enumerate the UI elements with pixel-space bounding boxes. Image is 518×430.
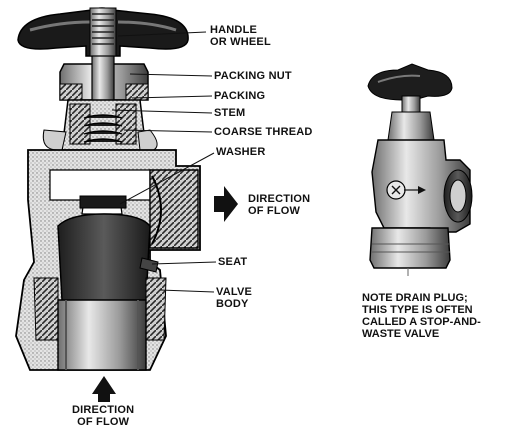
label-note-line4: WASTE VALVE bbox=[362, 328, 440, 340]
label-washer: WASHER bbox=[216, 146, 266, 158]
label-flow-bottom-line1: DIRECTION bbox=[72, 404, 135, 416]
label-flow-bottom-line2: OF FLOW bbox=[77, 416, 130, 428]
stop-and-waste-valve-photo bbox=[367, 63, 473, 276]
cutaway-valve bbox=[15, 7, 238, 402]
label-seat: SEAT bbox=[218, 256, 248, 268]
label-handle: HANDLE OR WHEEL bbox=[210, 24, 271, 48]
label-flow-right-line2: OF FLOW bbox=[248, 205, 301, 217]
leader-lines bbox=[111, 31, 217, 293]
washer bbox=[79, 195, 127, 209]
label-flow-right: DIRECTION OF FLOW bbox=[248, 193, 310, 217]
label-flow-bottom: DIRECTION OF FLOW bbox=[72, 404, 134, 428]
label-packing-nut: PACKING NUT bbox=[214, 70, 292, 82]
valve-body bbox=[15, 149, 201, 371]
coarse-thread bbox=[83, 114, 123, 143]
label-note: NOTE DRAIN PLUG; THIS TYPE IS OFTEN CALL… bbox=[362, 292, 481, 340]
label-note-line2: THIS TYPE IS OFTEN bbox=[362, 304, 473, 316]
bonnet bbox=[42, 99, 158, 153]
flow-arrow-right bbox=[214, 186, 238, 222]
photo-handle bbox=[367, 63, 453, 115]
flow-arrow-up bbox=[92, 376, 116, 402]
label-packing: PACKING bbox=[214, 90, 266, 102]
handle-wheel bbox=[17, 7, 189, 57]
label-note-line3: CALLED A STOP-AND- bbox=[362, 316, 481, 328]
label-handle-line2: OR WHEEL bbox=[210, 36, 271, 48]
label-handle-line1: HANDLE bbox=[210, 24, 258, 36]
label-flow-right-line1: DIRECTION bbox=[248, 193, 311, 205]
label-note-line1: NOTE DRAIN PLUG; bbox=[362, 292, 468, 304]
photo-bonnet bbox=[387, 111, 435, 141]
label-valve-body-line1: VALVE bbox=[216, 286, 253, 298]
label-valve-body: VALVE BODY bbox=[216, 286, 252, 310]
seat bbox=[139, 257, 159, 273]
label-coarse-thread: COARSE THREAD bbox=[214, 126, 313, 138]
photo-inlet-nut bbox=[369, 227, 451, 269]
label-valve-body-line2: BODY bbox=[216, 298, 249, 310]
label-stem: STEM bbox=[214, 107, 246, 119]
